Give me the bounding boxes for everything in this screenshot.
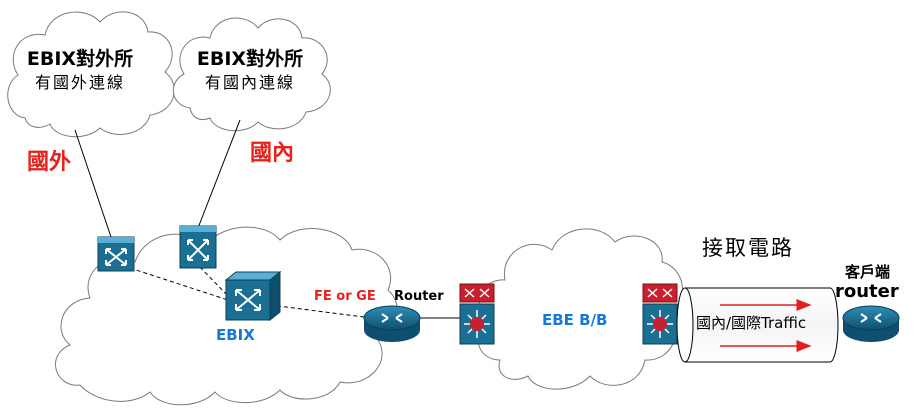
intl-cloud-subtitle: 有國外連線 bbox=[34, 73, 125, 92]
domestic-cloud-label: EBIX對外所 有國內連線 bbox=[180, 50, 320, 91]
access-switch-icon bbox=[642, 283, 678, 345]
backbone-label: EBE B/B bbox=[542, 311, 608, 329]
domestic-switch-icon bbox=[179, 225, 217, 269]
domestic-cloud-title: EBIX對外所 bbox=[196, 48, 304, 70]
router-icon bbox=[363, 305, 421, 342]
traffic-label: 國內/國際Traffic bbox=[696, 314, 807, 332]
intl-link-label: 國外 bbox=[27, 150, 72, 175]
customer-label-line2: router bbox=[835, 281, 899, 302]
customer-router-icon bbox=[842, 305, 900, 342]
intl-cloud-label: EBIX對外所 有國外連線 bbox=[10, 50, 150, 91]
intl-switch-icon bbox=[97, 236, 135, 272]
ebix-switch-icon bbox=[224, 270, 282, 322]
customer-label-line1: 客戶端 bbox=[845, 263, 891, 281]
fe-ge-label: FE or GE bbox=[314, 289, 376, 304]
domestic-link-line bbox=[197, 119, 241, 229]
intl-cloud bbox=[7, 11, 175, 138]
dashed-link-ebix-router bbox=[269, 304, 373, 319]
intl-link-line bbox=[74, 129, 113, 241]
ebix-label: EBIX bbox=[216, 326, 255, 344]
intl-cloud-title: EBIX對外所 bbox=[26, 48, 134, 70]
domestic-cloud-subtitle: 有國內連線 bbox=[204, 73, 295, 92]
backbone-cloud bbox=[477, 228, 683, 390]
dashed-link-intl-ebix bbox=[129, 267, 229, 301]
backbone-switch-icon bbox=[459, 283, 495, 345]
access-circuit-label: 接取電路 bbox=[702, 236, 794, 260]
router-label: Router bbox=[394, 289, 444, 304]
domestic-link-label: 國內 bbox=[250, 141, 295, 166]
